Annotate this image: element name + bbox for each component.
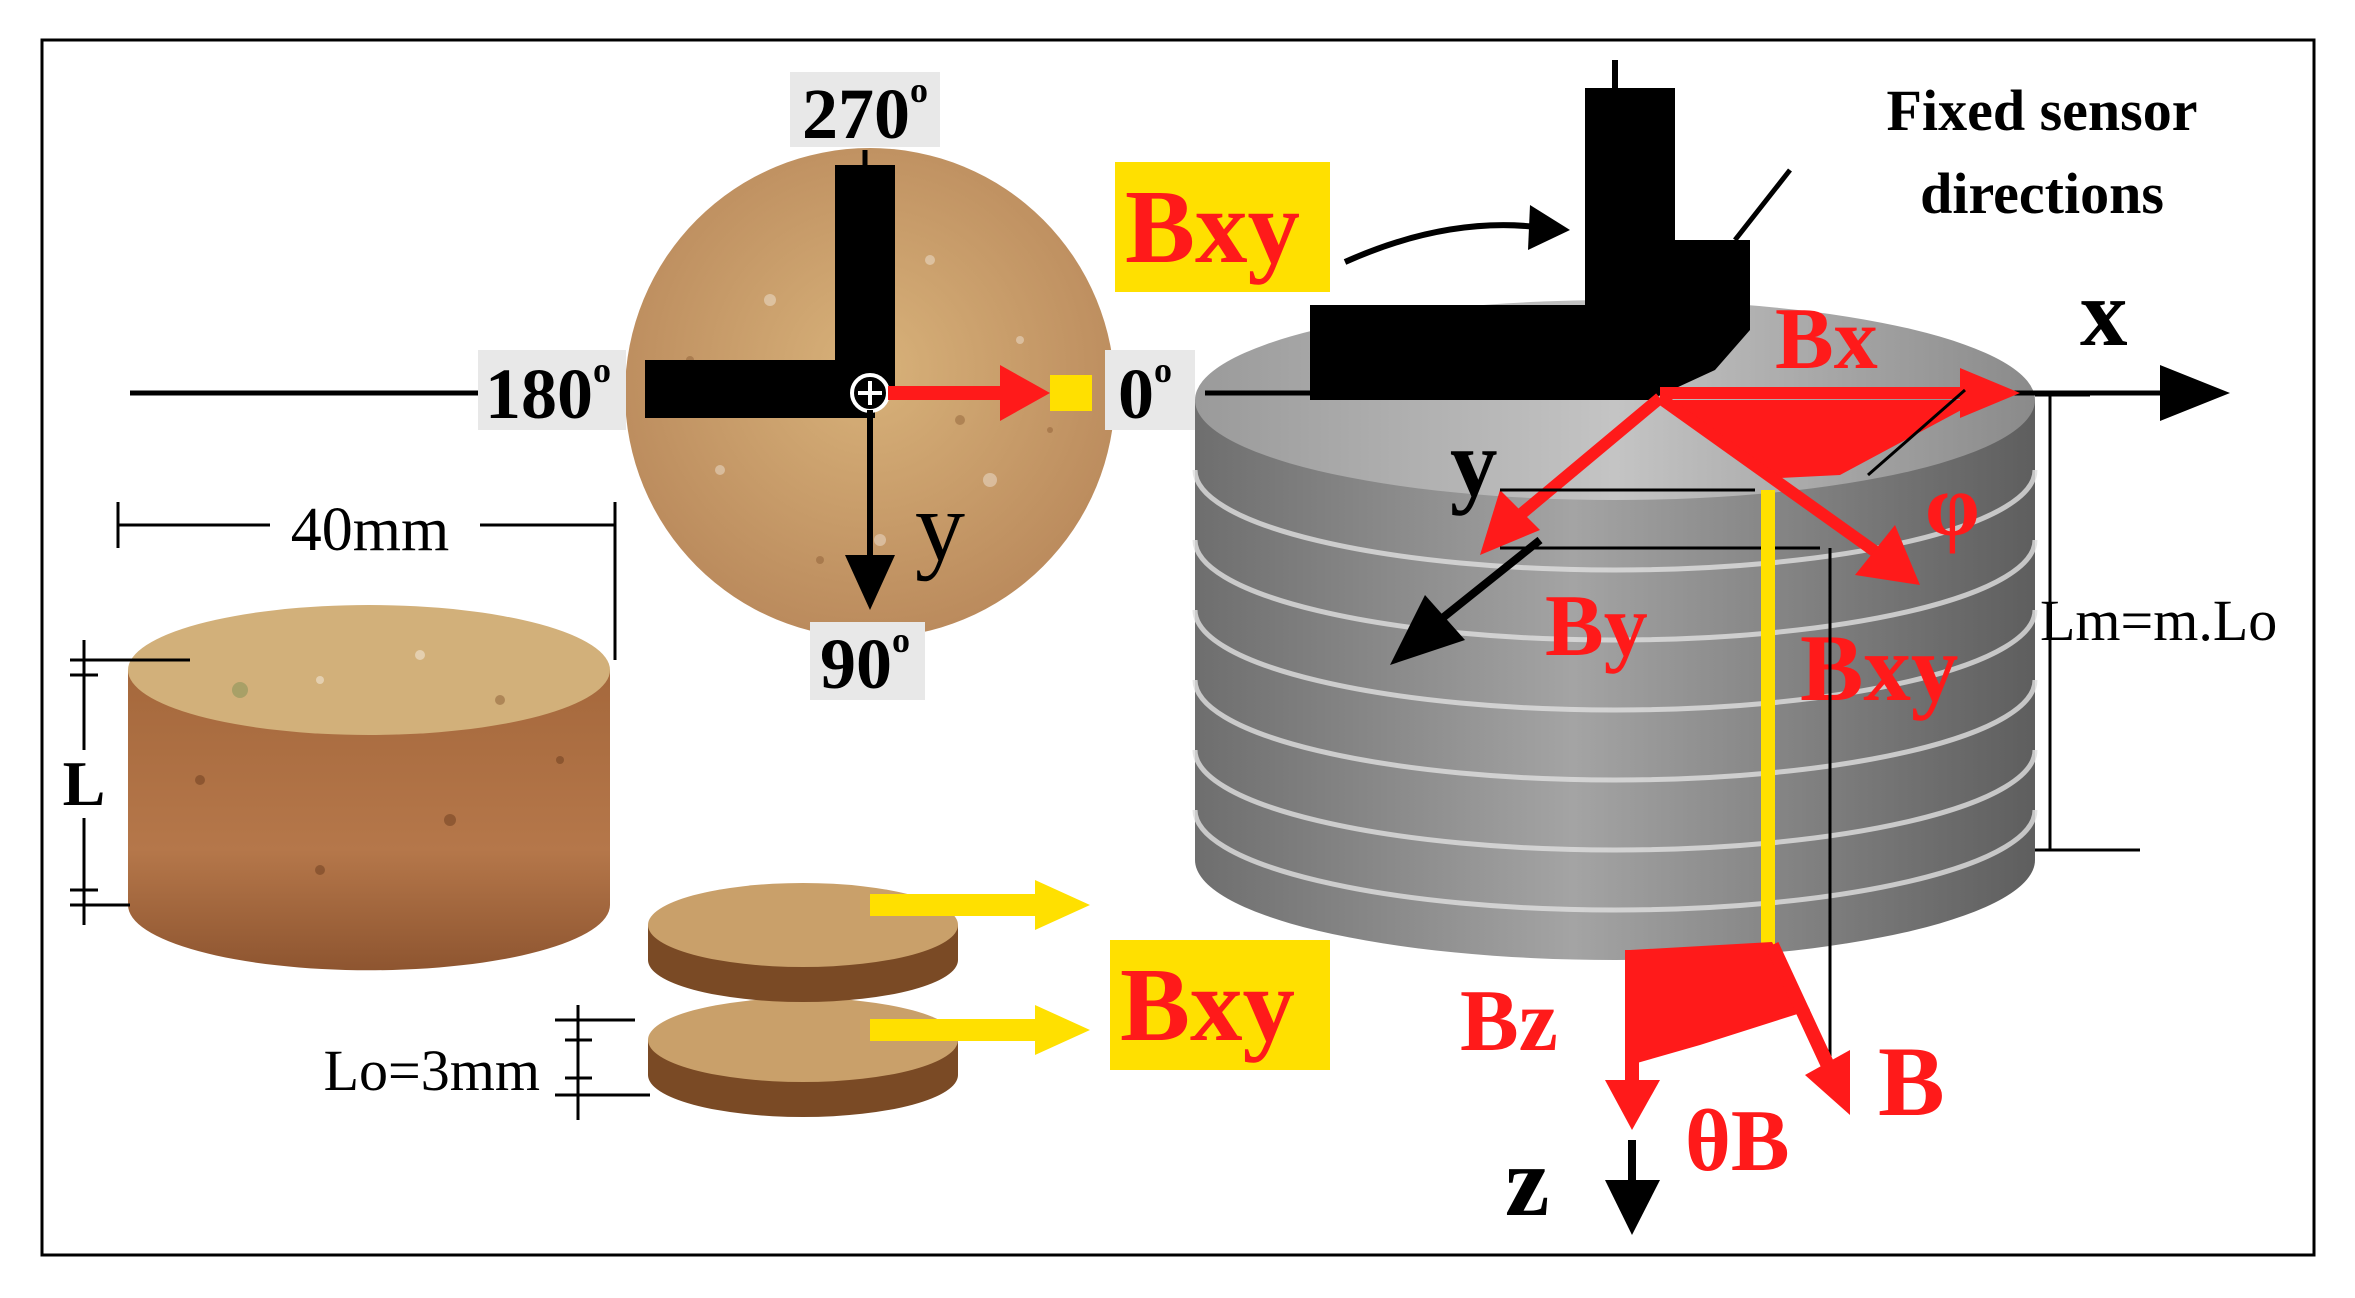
bxy-upper-label: Bxy — [1125, 168, 1300, 285]
label-180: 180o — [485, 350, 611, 434]
bxy-upper-box — [1115, 162, 1330, 292]
z-axis-head — [1605, 1180, 1660, 1235]
y-axis-label: y — [1450, 410, 1498, 516]
x-axis-head — [2160, 365, 2230, 421]
label-0: 0o — [1118, 350, 1172, 434]
sensor-bar-horizontal — [645, 360, 875, 418]
red-arrow-head — [1000, 365, 1050, 421]
label-270: 270o — [802, 70, 928, 154]
theta-wedge — [1630, 942, 1810, 1065]
left-cylinder-group: 40mm L — [58, 496, 617, 971]
by-arrow-head — [1480, 490, 1540, 555]
compass-y-label: y — [915, 471, 965, 582]
yellow-arrow-upper — [1035, 880, 1090, 930]
bx-arrow-head — [1960, 368, 2020, 418]
y-axis-head — [1390, 595, 1465, 665]
b-arrow-head — [1805, 1050, 1850, 1115]
sensor-probe-body — [1585, 188, 1750, 400]
lo-label: Lo=3mm — [324, 1038, 540, 1103]
sensor-bar-vertical — [835, 165, 895, 390]
label-90-bg — [810, 622, 925, 700]
yellow-marker — [1050, 375, 1092, 411]
label-0-bg — [1105, 350, 1195, 430]
length-label: L — [63, 748, 106, 819]
phi-label: φ — [1925, 458, 1980, 555]
left-cylinder-top — [128, 605, 610, 735]
lm-label: Lm=m.Lo — [2040, 588, 2277, 653]
bxy-lower-label: Bxy — [1120, 946, 1295, 1063]
b-label: B — [1878, 1026, 1945, 1137]
left-cylinder-side — [128, 670, 610, 971]
bxy-lower-box — [1110, 940, 1330, 1070]
small-discs-group: Bxy Lo=3mm — [324, 880, 1330, 1120]
bx-label: Bx — [1775, 291, 1878, 388]
sensor-probe-arm — [1310, 305, 1595, 400]
bxy-arrow-head — [1855, 525, 1920, 585]
fixed-sensor-label-1: Fixed sensor — [1887, 78, 2198, 143]
y-arrow-head — [845, 555, 895, 610]
gray-stack-side — [1195, 400, 2035, 960]
sensor-probe-top — [1585, 88, 1675, 188]
gray-stack-group: x Fixed sensor directions Bx By Bxy φ y … — [1192, 60, 2277, 1237]
bz-label: Bz — [1460, 973, 1558, 1070]
diameter-label: 40mm — [291, 496, 449, 564]
by-arrow-shaft — [1516, 393, 1664, 520]
by-label: By — [1545, 578, 1648, 675]
x-axis-label: x — [2080, 260, 2128, 366]
phi-wedge — [1662, 400, 1980, 478]
z-axis-label: z — [1505, 1126, 1549, 1237]
bz-arrow-head — [1605, 1080, 1660, 1130]
label-270-bg — [790, 72, 940, 147]
yellow-arrow-lower — [1035, 1005, 1090, 1055]
bxy-right-label: Bxy — [1800, 615, 1958, 721]
rotation-arrow — [1343, 222, 1546, 265]
b-arrow-shaft — [1765, 942, 1837, 1073]
theta-label: θB — [1685, 1093, 1790, 1190]
label-180-bg — [478, 350, 626, 430]
compass-group: 270o 180o 0o 90o y — [130, 70, 1195, 704]
disc-texture — [686, 255, 1053, 564]
bxy-arrow-shaft — [1656, 393, 1884, 560]
label-90: 90o — [820, 620, 910, 704]
fixed-sensor-label-2: directions — [1920, 161, 2164, 226]
